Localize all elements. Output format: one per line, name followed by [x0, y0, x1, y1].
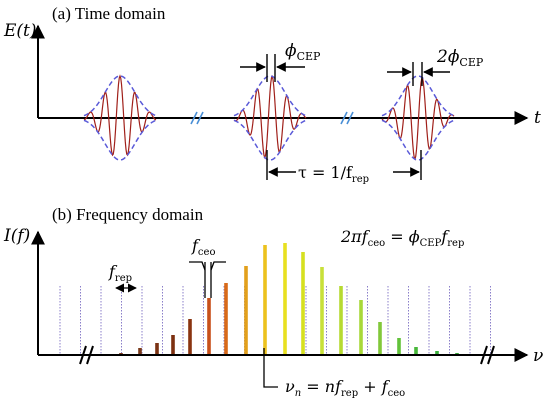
pulse-envelope [83, 75, 157, 117]
phi-cep-marker [240, 54, 305, 82]
panel-b-y-label: I(f) [3, 226, 30, 246]
frep-label: frep [108, 262, 132, 284]
panel-a-axis-break-1 [190, 111, 204, 125]
comb-teeth [119, 243, 459, 355]
pulse-3 [381, 75, 455, 161]
panel-b-x-label: ν [533, 346, 543, 366]
comb-tooth [188, 319, 192, 355]
comb-tooth [244, 266, 248, 355]
mode-label: νn = nfrep + fceo [285, 377, 405, 399]
two-phi-cep-label: 2ϕCEP [436, 47, 484, 69]
pulse-train [83, 74, 455, 161]
phi-cep-label: ϕCEP [285, 41, 321, 63]
comb-tooth [359, 300, 363, 355]
comb-grid [59, 286, 491, 354]
panel-a-axis-break-2 [340, 111, 354, 125]
comb-tooth [378, 322, 382, 355]
pulse-2 [233, 74, 307, 161]
comb-tooth [320, 267, 324, 355]
pulse-envelope [83, 119, 157, 161]
pulse-1 [83, 74, 157, 161]
comb-tooth [435, 351, 439, 355]
comb-tooth [283, 243, 287, 355]
comb-tooth [263, 245, 267, 355]
comb-tooth [138, 348, 142, 355]
panel-b-axis-break-left [79, 345, 94, 365]
panel-b-axis-break-right [480, 345, 495, 365]
two-phi-cep-marker [387, 62, 450, 86]
fceo-marker [189, 261, 226, 298]
carrier-wave [83, 74, 157, 157]
panel-a-x-label: t [534, 108, 541, 128]
comb-tooth [414, 347, 418, 355]
relation-label: 2πfceo = ϕCEPfrep [340, 227, 464, 249]
comb-tooth [301, 252, 305, 355]
comb-tooth [155, 343, 159, 355]
mode-marker [263, 348, 278, 388]
panel-b-title: (b) Frequency domain [52, 205, 204, 224]
period-label: τ = 1/frep [298, 163, 369, 185]
period-marker [266, 150, 422, 180]
comb-tooth [339, 286, 343, 355]
comb-tooth [171, 335, 175, 355]
comb-tooth [224, 283, 228, 355]
pulse-envelope [381, 75, 455, 117]
panel-a-y-label: E(t) [3, 21, 37, 41]
fceo-label: fceo [191, 236, 215, 258]
carrier-wave [233, 74, 307, 160]
comb-tooth [397, 338, 401, 355]
comb-tooth [207, 298, 211, 355]
pulse-envelope [233, 119, 307, 161]
panel-a-title: (a) Time domain [52, 4, 166, 23]
carrier-wave [381, 77, 455, 161]
